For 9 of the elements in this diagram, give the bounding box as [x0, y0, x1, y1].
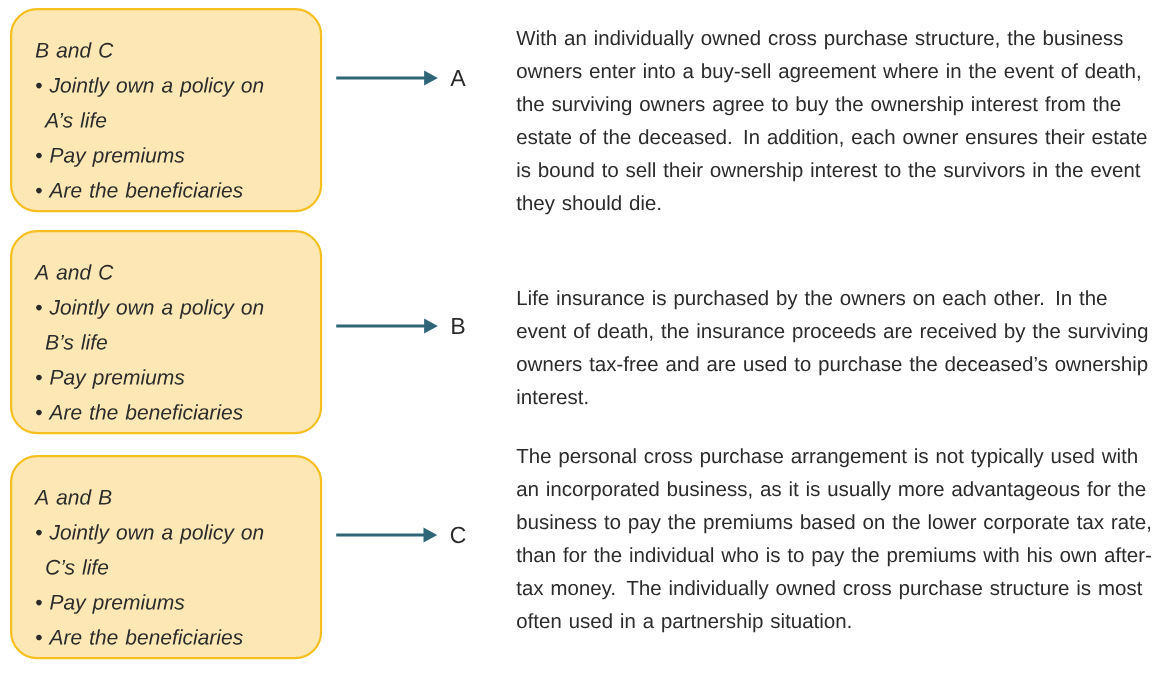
description-paragraph: Life insurance is purchased by the owners on each other. In the event of death, the insurance proceeds are received by the surviving owners tax-free and are used to purchase the deceased’s ownership interest.: [517, 290, 1148, 405]
owner-letter: A: [450, 70, 466, 86]
policy-box: A and C • Jointly own a policy on B’s life • Pay premiums • Are the beneficiaries: [10, 230, 323, 435]
owner-letter: C: [450, 526, 466, 544]
owner-letter: B: [452, 318, 465, 334]
policy-box: A and B • Jointly own a policy on C’s life • Pay premiums • Are the beneficiaries: [10, 455, 323, 660]
description-paragraph: The personal cross purchase arrangement is not typically used with an incorporated business, as it is usually more advantageous for the business to pay the premiums based on the lower corporate tax rate, than for the individual who is to pay the premiums with his own after-tax money. The individually owned cross purchase structure is most often used in a partnership situation.: [516, 448, 1151, 633]
policy-box: B and C • Jointly own a policy on A’s life • Pay premiums • Are the beneficiaries: [10, 8, 323, 213]
description-paragraph: With an individually owned cross purchase structure, the business owners enter into a buy-sell agreement where in the event of death, the surviving owners agree to buy the ownership interest from the estate of the deceased. In addition, each owner ensures their estate is bound to sell their ownership interest to the survivors in the event they should die.: [516, 30, 1147, 215]
